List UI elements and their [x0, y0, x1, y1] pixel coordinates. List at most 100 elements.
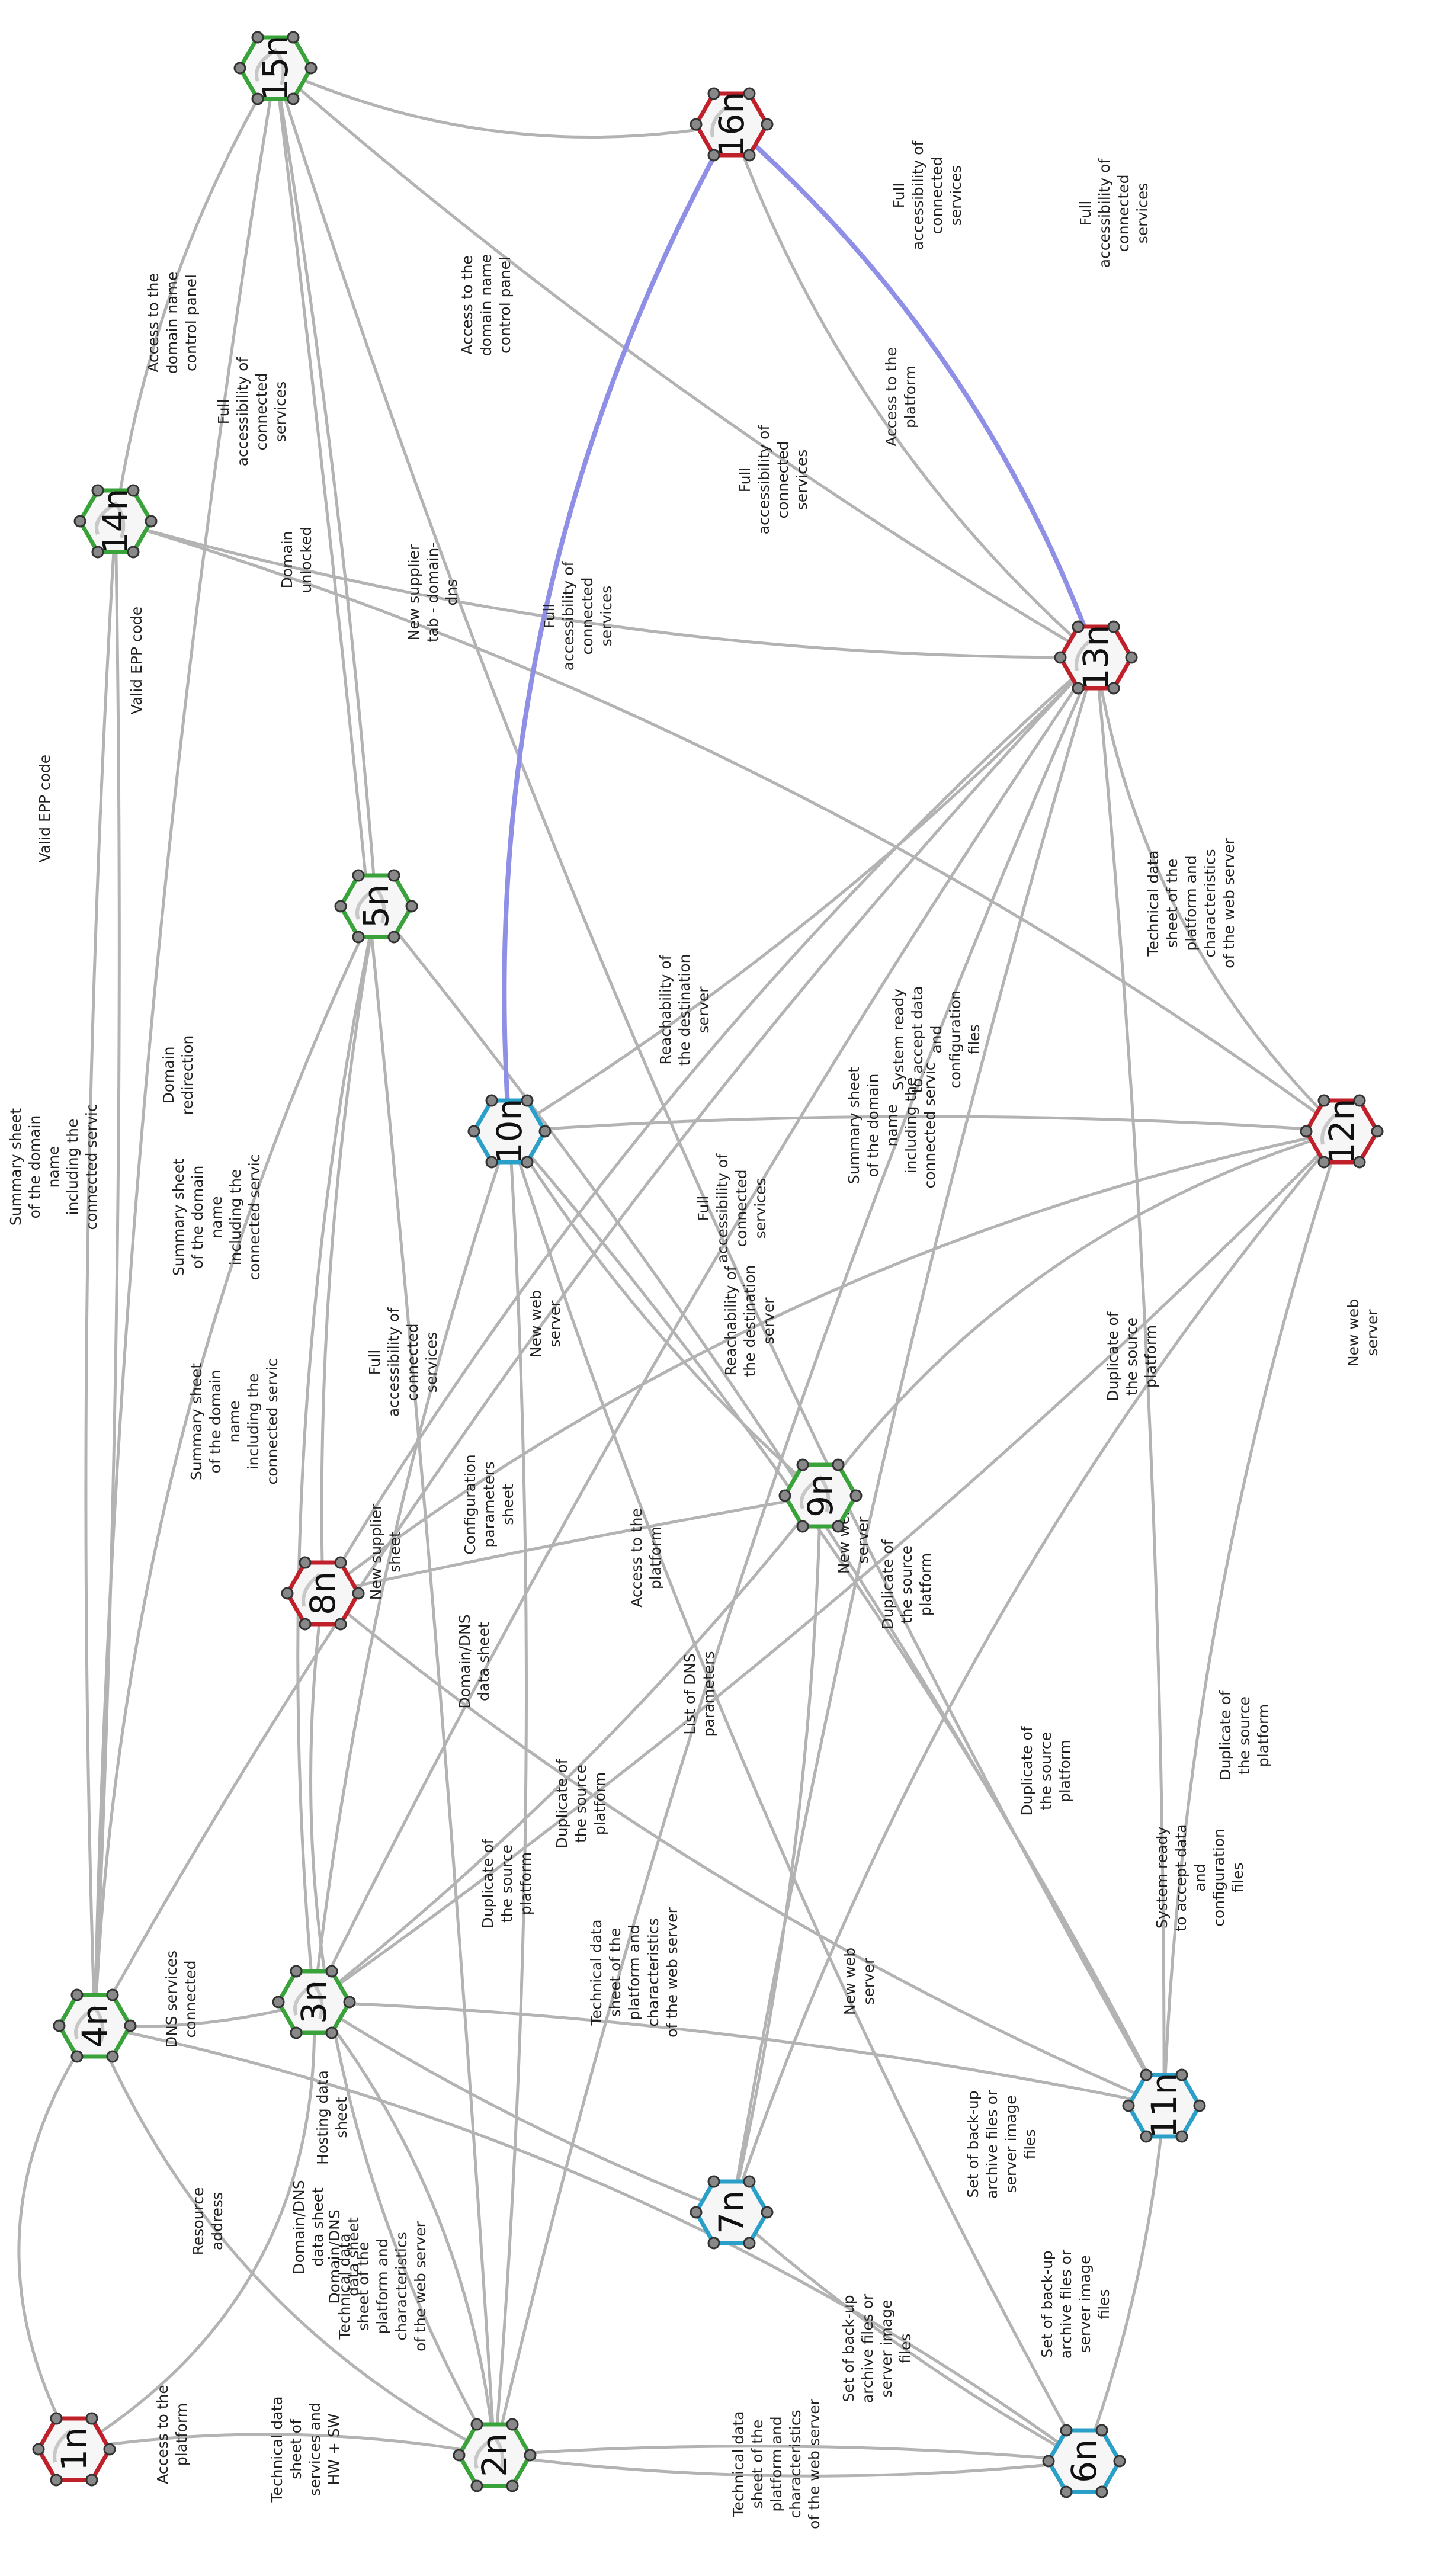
- edge-label-line: platform and: [768, 2416, 785, 2511]
- edge-label-line: Full: [215, 399, 232, 425]
- edge-label-line: tab - domain-: [424, 543, 441, 643]
- node-port: [287, 31, 300, 44]
- edge-label-line: Technical data: [268, 2396, 286, 2503]
- edge-label-line: parameters: [480, 1461, 498, 1547]
- node-label: 7n: [711, 2190, 752, 2234]
- node-12n[interactable]: 12n: [1300, 1094, 1384, 1169]
- edge-11n-15n: [274, 68, 1166, 2107]
- node-7n[interactable]: 7n: [690, 2175, 774, 2250]
- edge-label-line: characteristics: [1201, 849, 1219, 957]
- node-10n[interactable]: 10n: [467, 1094, 552, 1169]
- node-2n[interactable]: 2n: [453, 2418, 537, 2492]
- node-label-text: 5n: [356, 884, 396, 928]
- edge-label-line: files: [1021, 2129, 1038, 2159]
- edge-label-line: connected: [733, 1170, 750, 1247]
- edge-label-line: connected: [253, 373, 270, 451]
- edge-3n-5n: [296, 906, 378, 2003]
- edge-label-line: server: [695, 986, 712, 1034]
- node-port: [796, 1458, 809, 1471]
- node-port: [453, 2449, 466, 2462]
- node-port: [50, 2412, 63, 2425]
- node-port: [485, 1094, 498, 1107]
- edge-label-text: Valid EPP code: [128, 607, 145, 714]
- edge-label-line: and: [928, 1025, 945, 1053]
- edge-label-line: Configuration: [461, 1454, 479, 1555]
- node-11n[interactable]: 11n: [1122, 2068, 1206, 2143]
- edge-4n-5n: [93, 905, 378, 2026]
- node-port: [1317, 1094, 1330, 1107]
- node-4n[interactable]: 4n: [53, 1988, 137, 2063]
- edge-label-line: server: [860, 1958, 877, 2005]
- edge-label-line: Domain: [160, 1046, 177, 1103]
- node-port: [506, 2479, 519, 2492]
- edge-10n-13n: [508, 656, 1097, 1133]
- node-label: 5n: [356, 884, 396, 928]
- edge-label-line: domain name: [477, 254, 495, 356]
- node-15n[interactable]: 15n: [233, 31, 318, 105]
- node-port: [343, 1996, 356, 2009]
- node-swirl: [255, 48, 286, 85]
- edge-label-line: files: [1229, 1862, 1246, 1892]
- edge-label-line: archive files or: [859, 2293, 876, 2403]
- edge-label-line: Full: [736, 467, 754, 493]
- edge-label-line: connected servic: [246, 1154, 263, 1280]
- node-14n[interactable]: 14n: [73, 484, 158, 559]
- node-label-text: 7n: [711, 2190, 752, 2234]
- edge-label-line: Reachability of: [722, 1265, 739, 1375]
- edge-label-line: accessibility of: [714, 1153, 731, 1263]
- node-port: [387, 931, 400, 944]
- edge-label-line: Access to the: [883, 347, 900, 447]
- node-label-text: 11n: [1144, 2073, 1184, 2139]
- node-port: [1107, 682, 1120, 695]
- node-13n[interactable]: 13n: [1054, 620, 1138, 695]
- node-16n[interactable]: 16n: [690, 87, 774, 162]
- node-label: 11n: [1144, 2073, 1184, 2139]
- edge-label-line: Access to the: [459, 255, 476, 355]
- node-port: [127, 546, 140, 559]
- node-5n[interactable]: 5n: [334, 869, 418, 944]
- edge-label-line: Access to the: [628, 1508, 645, 1608]
- node-1n[interactable]: 1n: [32, 2412, 116, 2487]
- node-3n[interactable]: 3n: [272, 1965, 356, 2039]
- edge-5n-15n: [274, 68, 378, 907]
- edge-label-line: of the domain: [189, 1166, 206, 1269]
- edge-2n-3n: [313, 2001, 496, 2456]
- edge-label-line: unlocked: [297, 527, 315, 594]
- edge-label-line: DNS services: [163, 1951, 180, 2048]
- node-port: [73, 515, 86, 528]
- edge-label-line: platform: [591, 1772, 608, 1835]
- edge-13n-14n: [115, 519, 1096, 659]
- node-port: [1175, 2068, 1188, 2081]
- edge-label-line: data sheet: [475, 1622, 492, 1701]
- edge-label-line: connected: [928, 157, 945, 235]
- edge-label-line: New web: [1345, 1299, 1362, 1366]
- node-8n[interactable]: 8n: [281, 1556, 365, 1631]
- edge-label-line: including the: [245, 1374, 262, 1470]
- edge-label-line: connected servic: [83, 1103, 100, 1230]
- node-label: 16n: [711, 92, 752, 158]
- node-port: [470, 2479, 483, 2492]
- edge-label-line: configuration: [947, 990, 964, 1089]
- edge-label-line: platform and: [1182, 855, 1200, 951]
- node-label: 14n: [95, 489, 136, 554]
- edge-label-line: sheet of: [287, 2418, 304, 2479]
- edge-3n-10n: [312, 1131, 511, 2003]
- edge-2n-15n: [274, 68, 496, 2456]
- node-9n[interactable]: 9n: [778, 1458, 863, 1533]
- node-6n[interactable]: 6n: [1042, 2424, 1126, 2498]
